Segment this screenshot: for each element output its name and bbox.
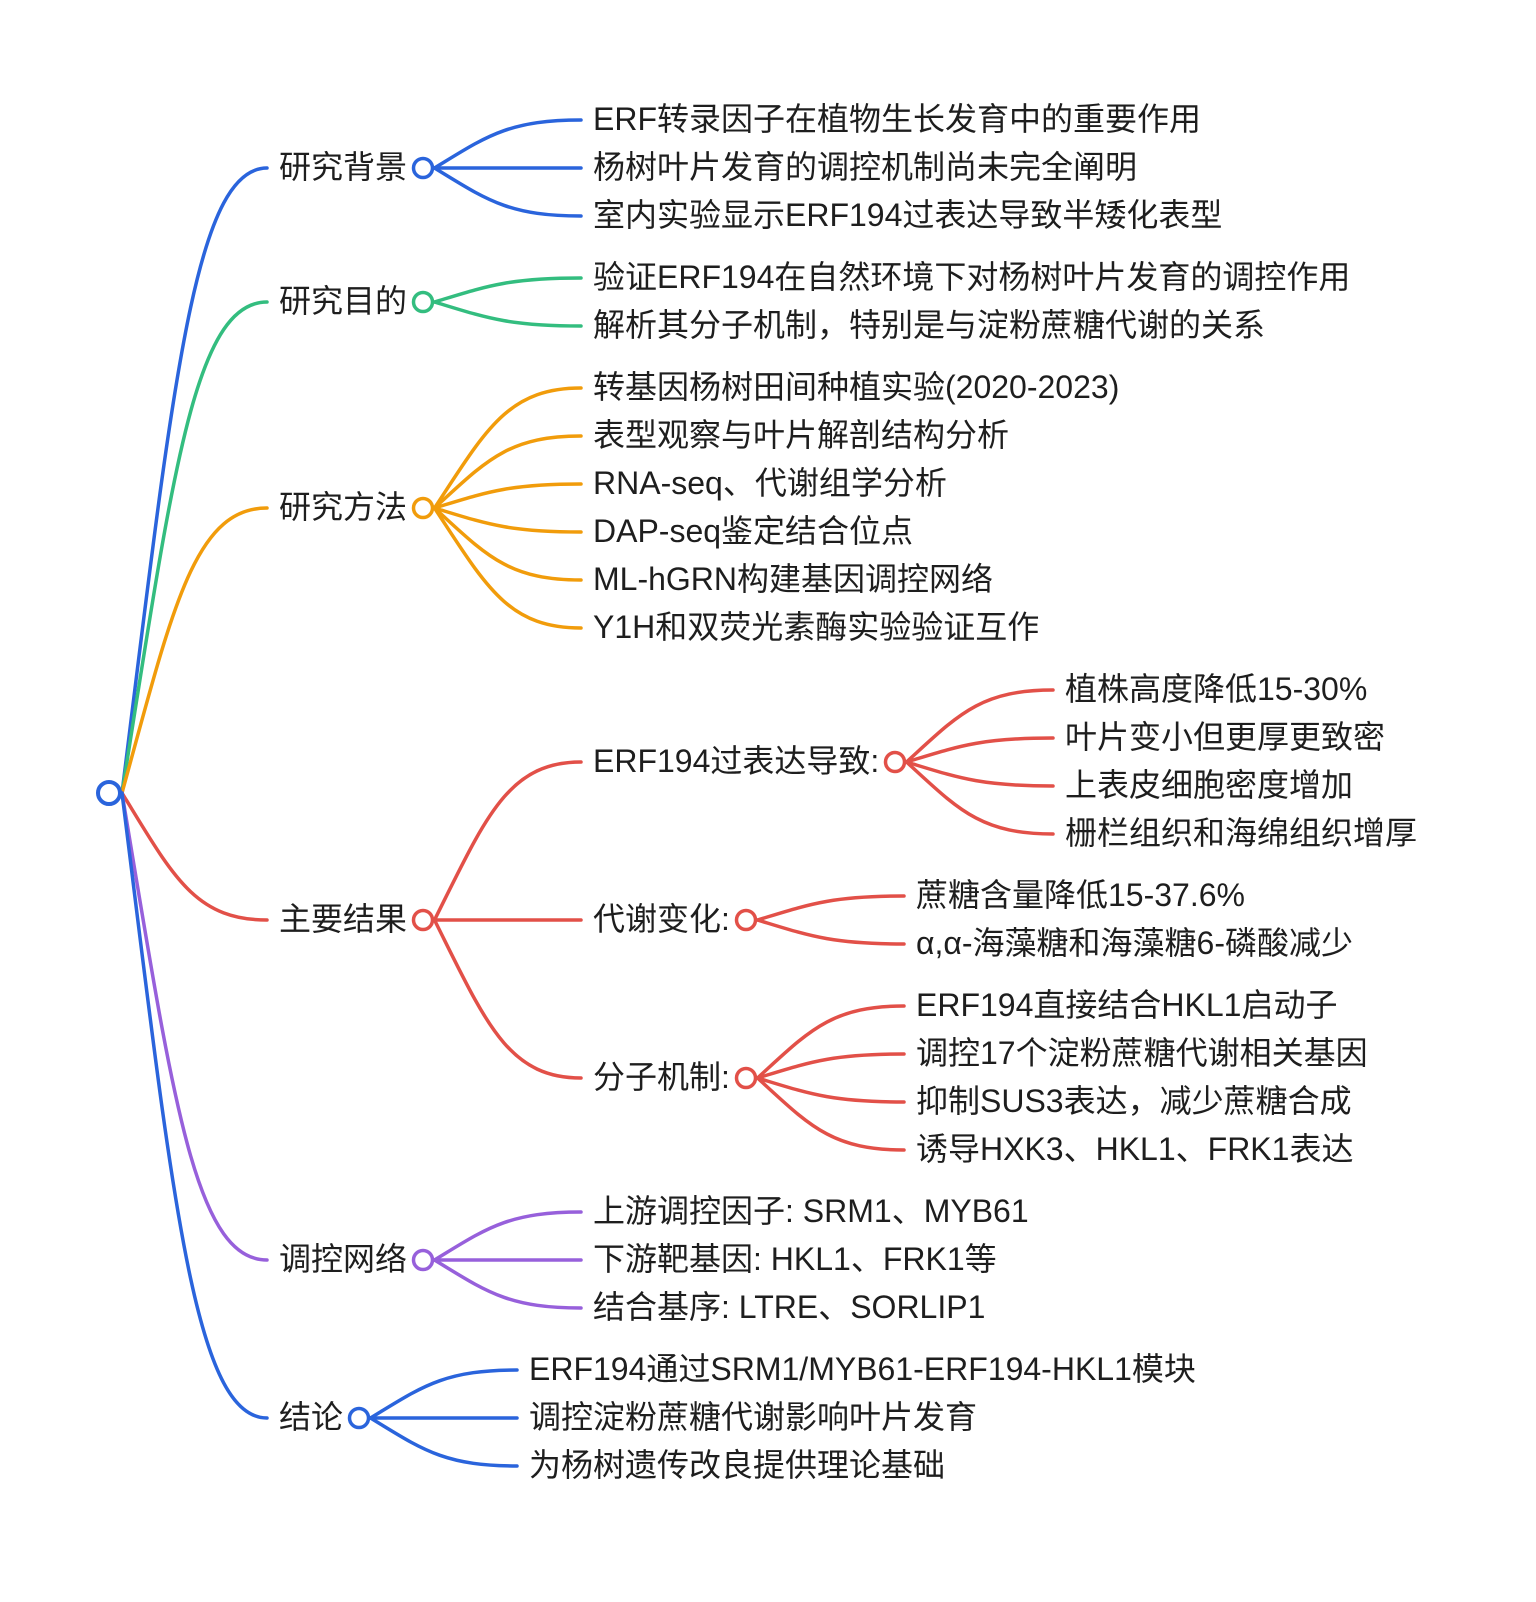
leaf-label[interactable]: 杨树叶片发育的调控机制尚未完全阐明 [593,148,1138,185]
node-handle[interactable] [411,290,435,314]
leaf-label[interactable]: 蔗糖含量降低15-37.6% [916,876,1245,913]
branch-edge [904,760,1055,788]
leaf-label[interactable]: 抑制SUS3表达，减少蔗糖合成 [916,1082,1352,1119]
branch-edge [432,386,583,510]
branch-edge [755,1076,906,1104]
leaf-label[interactable]: 室内实验显示ERF194过表达导致半矮化表型 [593,196,1223,233]
branch-label[interactable]: 研究目的 [279,282,408,319]
leaf-label[interactable]: 为杨树遗传改良提供理论基础 [529,1446,946,1483]
branch-edge [904,688,1055,764]
leaf-label[interactable]: 上表皮细胞密度增加 [1065,766,1354,803]
branch-edge [432,506,583,630]
branch-label[interactable]: ERF194过表达导致: [593,742,880,779]
leaf-label[interactable]: 植株高度降低15-30% [1065,670,1368,707]
leaf-label[interactable]: ERF转录因子在植物生长发育中的重要作用 [593,100,1202,137]
leaf-label[interactable]: 下游靶基因: HKL1、FRK1等 [593,1240,997,1277]
leaf-label[interactable]: 调控17个淀粉蔗糖代谢相关基因 [916,1034,1368,1071]
leaf-label[interactable]: DAP-seq鉴定结合位点 [593,512,914,549]
branch-edge [432,1210,583,1262]
branch-edge [432,434,583,510]
leaf-label[interactable]: 调控淀粉蔗糖代谢影响叶片发育 [529,1398,978,1435]
leaf-label[interactable]: ERF194直接结合HKL1启动子 [916,986,1338,1023]
leaf-label[interactable]: 结合基序: LTRE、SORLIP1 [593,1288,986,1325]
branch-edge [755,918,906,946]
leaf-label[interactable]: α,α-海藻糖和海藻糖6-磷酸减少 [916,924,1354,961]
branch-label[interactable]: 研究背景 [279,148,408,185]
leaf-label[interactable]: 验证ERF194在自然环境下对杨树叶片发育的调控作用 [593,258,1351,295]
node-handle[interactable] [411,908,435,932]
branch-label[interactable]: 代谢变化: [593,900,730,937]
branch-edge [432,1258,583,1310]
node-handle[interactable] [411,156,435,180]
node-handle[interactable] [347,1406,371,1430]
branch-edge [120,506,269,795]
branch-edge [432,918,583,1080]
branch-edge [120,166,269,795]
leaf-label[interactable]: 栅栏组织和海绵组织增厚 [1065,814,1418,851]
branch-edge [120,300,269,795]
node-handle[interactable] [411,496,435,520]
leaf-label[interactable]: 上游调控因子: SRM1、MYB61 [593,1192,1029,1229]
branch-edge [432,760,583,922]
branch-edge [755,1052,906,1080]
branch-edge [432,482,583,510]
leaf-label[interactable]: 诱导HXK3、HKL1、FRK1表达 [916,1130,1354,1167]
leaf-label[interactable]: Y1H和双荧光素酶实验验证互作 [593,608,1040,645]
branch-edge [755,894,906,922]
branch-edge [432,166,583,218]
branch-edge [120,791,269,1420]
branch-edge [904,736,1055,764]
leaf-label[interactable]: ML-hGRN构建基因调控网络 [593,560,994,597]
branch-edge [755,1004,906,1080]
branch-edge [432,506,583,582]
branch-edge [120,791,269,1262]
branch-label[interactable]: 调控网络 [279,1240,408,1277]
leaf-label[interactable]: 表型观察与叶片解剖结构分析 [593,416,1010,453]
branch-edge [120,791,269,922]
branch-label[interactable]: 主要结果 [279,900,408,937]
branch-label[interactable]: 结论 [279,1398,344,1435]
leaf-label[interactable]: 叶片变小但更厚更致密 [1065,718,1386,755]
leaf-label[interactable]: 解析其分子机制，特别是与淀粉蔗糖代谢的关系 [593,306,1266,343]
branch-edge [432,506,583,534]
branch-edge [368,1416,519,1468]
branch-edge [368,1368,519,1420]
root-node[interactable] [96,780,122,806]
branch-edge [432,300,583,328]
branch-label[interactable]: 分子机制: [593,1058,730,1095]
node-handle[interactable] [411,1248,435,1272]
branch-edge [904,760,1055,836]
leaf-label[interactable]: 转基因杨树田间种植实验(2020-2023) [593,368,1120,405]
branch-label[interactable]: 研究方法 [279,488,408,525]
branch-edge [432,118,583,170]
leaf-label[interactable]: RNA-seq、代谢组学分析 [593,464,947,501]
node-handle[interactable] [734,1066,758,1090]
node-handle[interactable] [883,750,907,774]
node-handle[interactable] [734,908,758,932]
branch-edge [432,276,583,304]
branch-edge [755,1076,906,1152]
leaf-label[interactable]: ERF194通过SRM1/MYB61-ERF194-HKL1模块 [529,1350,1196,1387]
